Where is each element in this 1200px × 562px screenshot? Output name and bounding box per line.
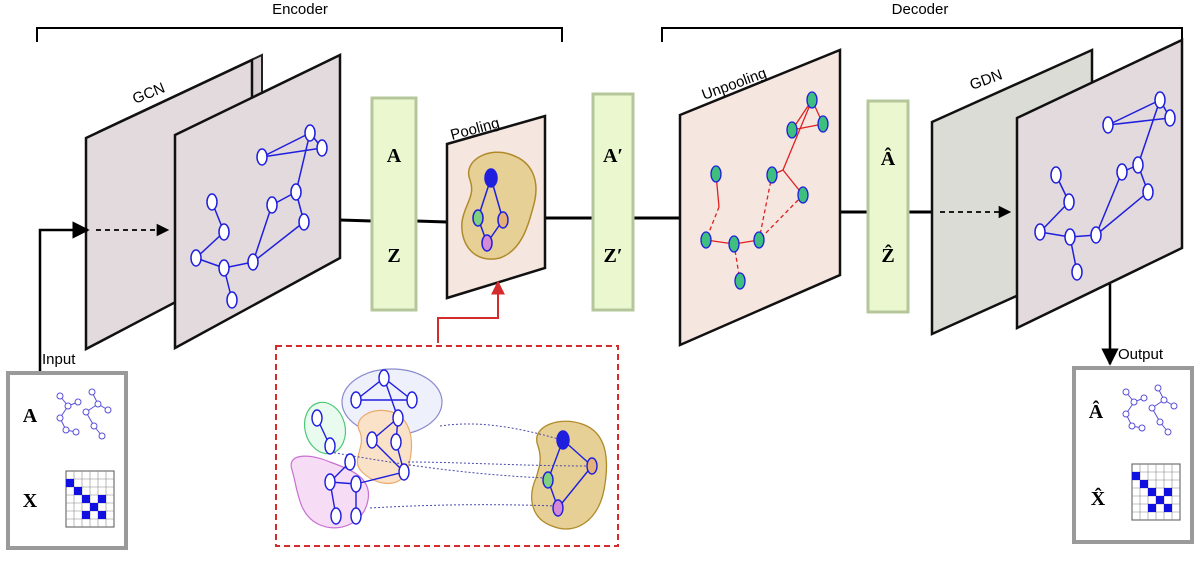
latent-a-prime: A′ [603,145,623,167]
gdn-label: GDN [968,66,1005,93]
input-x: X [23,490,38,512]
decoder-label: Decoder [892,1,949,18]
latent-a: A [387,145,402,167]
output-matrix-icon [1131,463,1181,521]
unpooling-graph-icon [700,91,829,290]
latent-az-block [370,96,418,312]
latent-z-hat: Ẑ [881,243,894,267]
pooling-panel [445,114,547,300]
input-arrow-icon [38,221,170,372]
gdn-panel-stack [930,38,1184,336]
input-a: A [23,405,38,427]
encoder-label: Encoder [272,1,328,18]
output-x-hat: X̂ [1091,486,1106,510]
latent-z: Z [387,245,400,267]
pooling-inset [275,345,619,547]
latent-az-prime-block [591,92,635,312]
decoder-brace-icon [661,27,1183,42]
output-label: Output [1118,346,1164,363]
zoom-arrow-icon [437,280,505,343]
latent-a-hat: Â [881,146,896,170]
latent-z-prime: Z′ [604,245,623,267]
input-label: Input [42,351,76,368]
gdn-graph-icon [1034,91,1176,281]
output-graph-icon [1122,384,1178,436]
input-graph-icon [56,388,112,440]
latent-az-hat-block [866,99,910,314]
encoder-brace-icon [36,27,563,42]
input-matrix-icon [65,470,115,528]
gcn-graph-icon [190,124,328,309]
unpooling-panel [678,48,842,347]
output-a-hat: Â [1089,399,1104,423]
pipeline-line [339,210,932,224]
